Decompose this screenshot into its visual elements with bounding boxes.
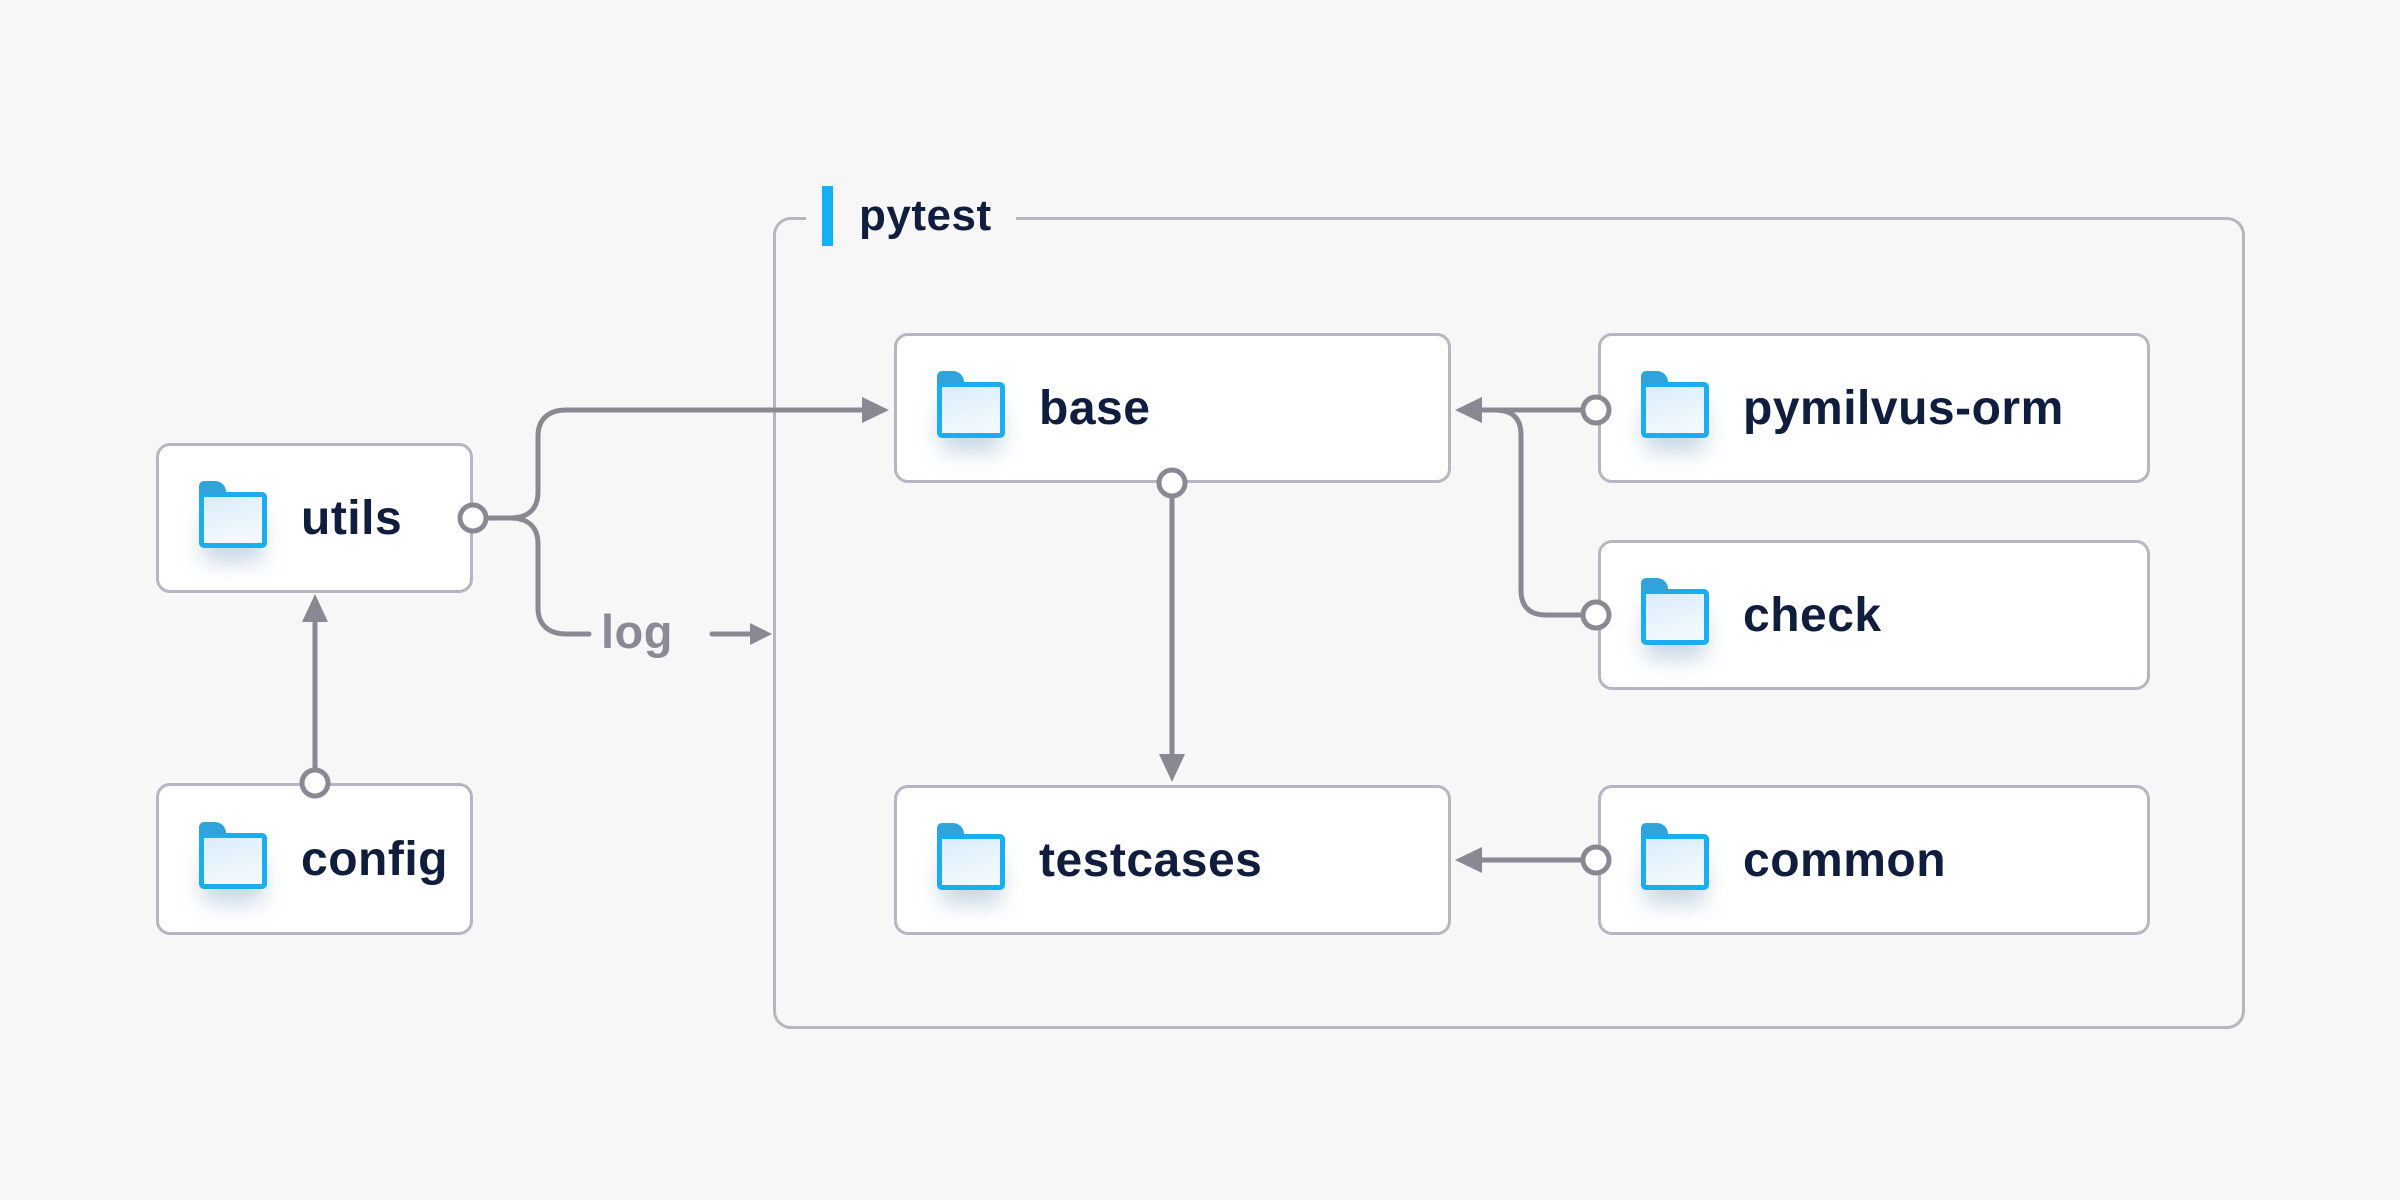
arrowhead-log — [750, 623, 772, 645]
arrowhead-into-utils — [302, 594, 328, 622]
folder-label-base: base — [1039, 381, 1151, 435]
log-edge-label: log — [601, 605, 673, 658]
pytest-group-label: pytest — [806, 184, 1016, 248]
accent-bar-icon — [822, 186, 833, 246]
folder-card-pymilvus-orm: pymilvus-orm — [1598, 333, 2150, 483]
folder-icon — [1641, 823, 1709, 890]
folder-card-config: config — [156, 783, 473, 935]
folder-label-config: config — [301, 832, 448, 886]
pytest-group-container — [773, 217, 2245, 1029]
folder-icon — [199, 822, 267, 889]
folder-card-testcases: testcases — [894, 785, 1451, 935]
folder-icon — [1641, 371, 1709, 438]
folder-label-pymilvus-orm: pymilvus-orm — [1743, 381, 2064, 435]
folder-card-check: check — [1598, 540, 2150, 690]
group-label-text: pytest — [859, 191, 992, 240]
folder-label-common: common — [1743, 833, 1947, 887]
folder-label-check: check — [1743, 588, 1882, 642]
folder-icon — [937, 823, 1005, 890]
folder-label-testcases: testcases — [1039, 833, 1263, 887]
folder-card-common: common — [1598, 785, 2150, 935]
folder-card-utils: utils — [156, 443, 473, 593]
folder-label-utils: utils — [301, 491, 403, 545]
folder-icon — [199, 481, 267, 548]
folder-card-base: base — [894, 333, 1451, 483]
edge-utils-to-log — [484, 515, 592, 637]
folder-icon — [1641, 578, 1709, 645]
folder-icon — [937, 371, 1005, 438]
